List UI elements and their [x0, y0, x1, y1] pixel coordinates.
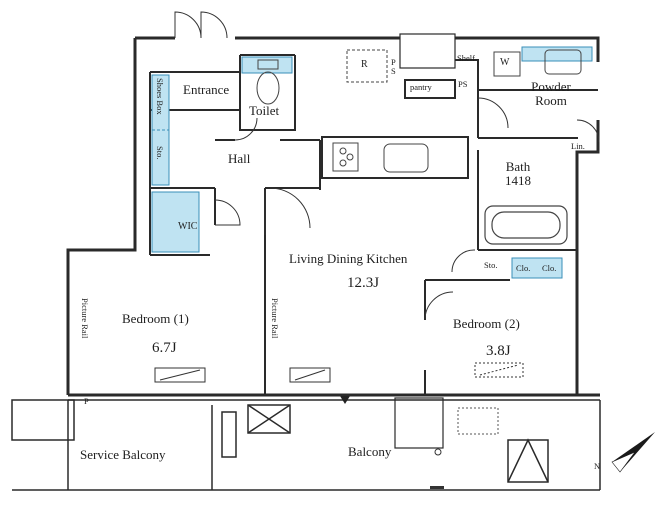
- balcony: [11, 399, 601, 491]
- powder-room-label: Powder Room: [531, 79, 571, 108]
- bedroom2-label: Bedroom (2): [453, 316, 520, 331]
- bath-label: Bath 1418: [505, 159, 531, 188]
- picture-rail-2-label: Picture Rail: [269, 298, 280, 339]
- toilet-fixture: [256, 59, 280, 105]
- hall-label: Hall: [228, 151, 251, 166]
- door-swings: [174, 11, 600, 321]
- ldk-size-label: 12.3J: [347, 275, 380, 291]
- ps-right-label: PS: [458, 79, 468, 89]
- bedroom2-size-label: 3.8J: [486, 343, 511, 359]
- shoes-box-label: Shoes Box: [154, 78, 165, 115]
- washer-label: W: [500, 57, 510, 68]
- bathtub: [484, 205, 568, 245]
- compass-n-label: N: [594, 461, 601, 471]
- windows: [394, 33, 456, 449]
- walls: [66, 36, 600, 397]
- ac-units: [154, 362, 524, 383]
- p-mark-label: P: [84, 396, 89, 406]
- balcony-label: Balcony: [348, 444, 392, 459]
- refrigerator-label: R: [361, 59, 368, 70]
- bedroom1-size-label: 6.7J: [152, 340, 177, 356]
- wic-label: WIC: [178, 221, 198, 232]
- inner-walls: [149, 54, 598, 395]
- entrance-label: Entrance: [183, 82, 230, 97]
- kitchen-fixtures: [332, 142, 429, 173]
- ps-left-label: P S: [391, 57, 396, 76]
- picture-rail-1-label: Picture Rail: [79, 298, 90, 339]
- compass-icon: [611, 432, 655, 473]
- toilet-label: Toilet: [249, 103, 280, 118]
- hall-storage-label: Sto.: [154, 146, 165, 160]
- bedroom1-label: Bedroom (1): [122, 311, 189, 326]
- closet-a-label: Clo.: [516, 263, 531, 273]
- ldk-label: Living Dining Kitchen: [289, 251, 408, 266]
- service-balcony-label: Service Balcony: [80, 447, 166, 462]
- pantry-label: pantry: [410, 82, 432, 92]
- bedroom2-storage-label: Sto.: [484, 260, 498, 270]
- closet-b-label: Clo.: [542, 263, 557, 273]
- linen-label: Lin.: [571, 141, 585, 151]
- shelf-label: Shelf: [457, 53, 475, 63]
